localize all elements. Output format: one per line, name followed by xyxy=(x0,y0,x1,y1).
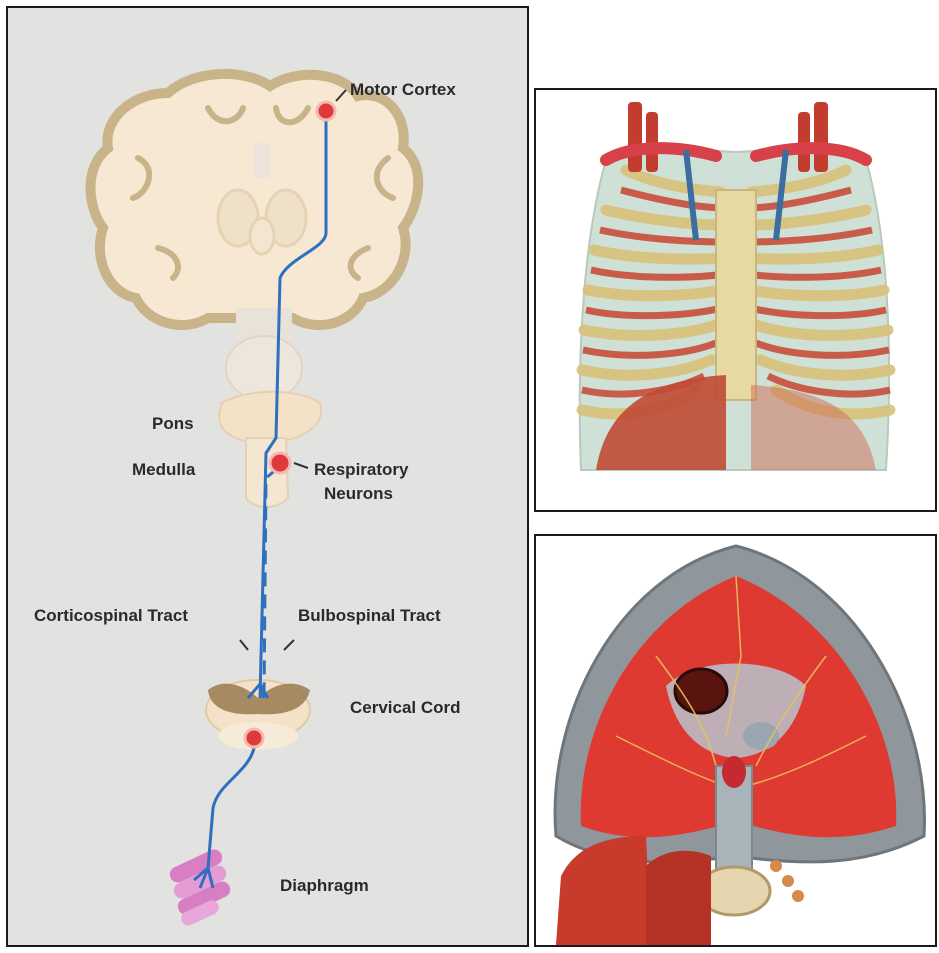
diaphragm-dome-icon xyxy=(536,536,935,945)
brain-icon xyxy=(91,74,419,325)
label-motor-cortex: Motor Cortex xyxy=(350,80,456,100)
label-diaphragm: Diaphragm xyxy=(280,876,369,896)
rib-cage-icon xyxy=(536,90,935,510)
neural-pathway-diagram: Motor Cortex Pons Medulla Respiratory Ne… xyxy=(6,6,529,947)
diaphragm-illustration xyxy=(534,534,937,947)
label-respiratory-neurons-line2: Neurons xyxy=(324,484,393,504)
label-cervical-cord: Cervical Cord xyxy=(350,698,461,718)
cervical-motor-neuron-icon xyxy=(245,729,263,747)
label-respiratory-neurons-line1: Respiratory xyxy=(314,460,408,480)
chest-wall-illustration xyxy=(534,88,937,512)
label-pons: Pons xyxy=(152,414,194,434)
respiratory-neuron-icon xyxy=(270,453,290,473)
brainstem-icon xyxy=(219,308,321,507)
label-bulbospinal-tract: Bulbospinal Tract xyxy=(298,606,441,626)
neural-pathway-illustration xyxy=(8,8,529,947)
motor-cortex-neuron-icon xyxy=(317,102,335,120)
label-corticospinal-tract: Corticospinal Tract xyxy=(34,606,188,626)
label-medulla: Medulla xyxy=(132,460,195,480)
